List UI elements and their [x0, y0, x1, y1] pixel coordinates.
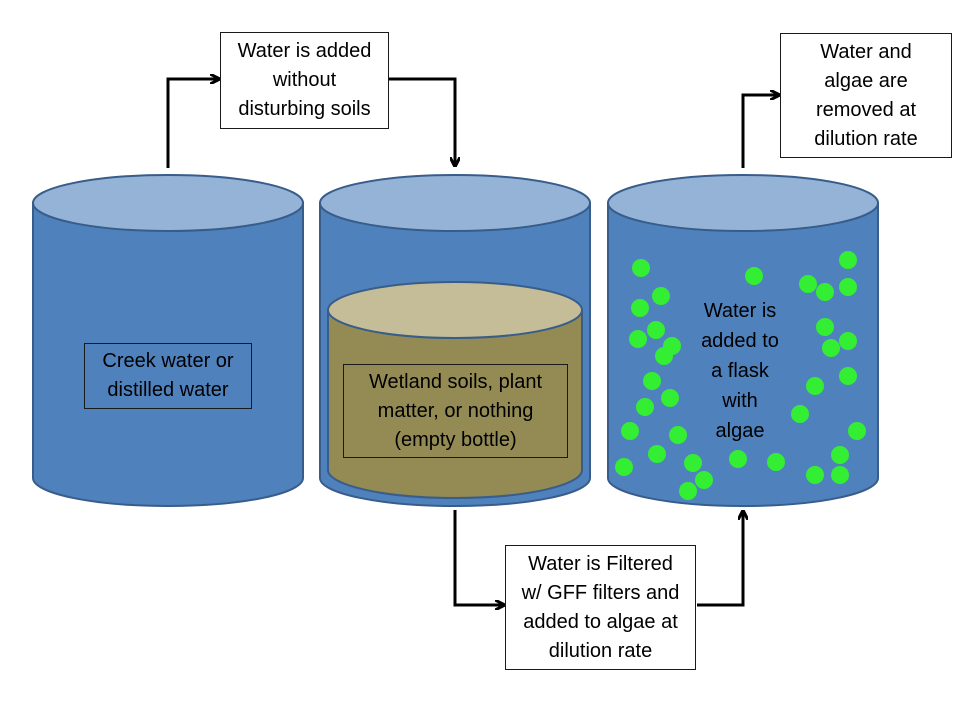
algae-dot — [839, 251, 857, 269]
algae-dot — [729, 450, 747, 468]
arrow-flask-to-removal — [741, 95, 778, 168]
algae-dot — [806, 466, 824, 484]
algae-dot — [767, 453, 785, 471]
algae-dot — [816, 283, 834, 301]
algae-dot — [647, 321, 665, 339]
arrow-bottle-to-filter — [453, 510, 503, 605]
algae-dot — [629, 330, 647, 348]
algae-dot — [679, 482, 697, 500]
removal-line-4: dilution rate — [814, 127, 918, 150]
algae-dot — [631, 299, 649, 317]
algae-dot — [621, 422, 639, 440]
algae-dot — [839, 332, 857, 350]
creek-water-cylinder — [32, 174, 304, 507]
arrow-add-water-to-bottle — [388, 77, 455, 165]
arrow-filter-to-flask — [697, 512, 743, 607]
algae-dot — [816, 318, 834, 336]
source-water-line-2: distilled water — [107, 379, 229, 401]
add-water-line-2: without — [272, 69, 337, 91]
removal-line-3: removed at — [815, 98, 917, 121]
algae-dot — [636, 398, 654, 416]
add-water-box: Water is added without disturbing soils — [220, 32, 389, 129]
soil-layer — [327, 281, 583, 499]
algae-dot — [648, 445, 666, 463]
algae-dot — [839, 367, 857, 385]
algae-flask-line-5: algae — [715, 420, 765, 442]
algae-flask-line-2: added to — [701, 330, 779, 352]
filter-line-2: w/ GFF filters and — [521, 581, 680, 604]
filter-box: Water is Filtered w/ GFF filters and add… — [505, 545, 696, 670]
filter-line-4: dilution rate — [548, 639, 653, 662]
algae-dot — [652, 287, 670, 305]
algae-dot — [661, 389, 679, 407]
algae-dot — [799, 275, 817, 293]
removal-box: Water and algae are removed at dilution … — [780, 33, 952, 158]
filter-line-1: Water is Filtered — [528, 552, 673, 575]
algae-dot — [745, 267, 763, 285]
removal-line-1: Water and — [820, 40, 912, 63]
add-water-line-3: disturbing soils — [238, 98, 371, 120]
algae-dot — [822, 339, 840, 357]
filter-line-3: added to algae at — [523, 610, 678, 633]
algae-dot — [831, 446, 849, 464]
algae-dot — [655, 347, 673, 365]
algae-dot — [848, 422, 866, 440]
algae-dot — [615, 458, 633, 476]
soil-contents-line-2: matter, or nothing — [377, 399, 534, 422]
soil-contents-line-3: (empty bottle) — [394, 428, 517, 451]
arrow-to-add-water — [166, 79, 218, 168]
removal-line-2: algae are — [824, 69, 908, 92]
algae-flask-line-3: a flask — [711, 360, 769, 382]
algae-flask-line-4: with — [722, 390, 758, 412]
add-water-line-1: Water is added — [237, 40, 372, 62]
algae-dot — [669, 426, 687, 444]
algae-flask-label: Water is added to a flask with algae — [680, 296, 800, 446]
algae-dot — [684, 454, 702, 472]
algae-dot — [643, 372, 661, 390]
algae-dot — [791, 405, 809, 423]
soil-contents-line-1: Wetland soils, plant — [368, 370, 543, 393]
algae-dot — [839, 278, 857, 296]
algae-dot — [806, 377, 824, 395]
source-water-line-1: Creek water or — [102, 350, 234, 372]
algae-particles — [615, 251, 866, 500]
algae-dot — [695, 471, 713, 489]
algae-dot — [632, 259, 650, 277]
algae-flask-line-1: Water is — [703, 300, 777, 322]
algae-dot — [831, 466, 849, 484]
source-water-box: Creek water or distilled water — [84, 343, 252, 409]
soil-contents-box: Wetland soils, plant matter, or nothing … — [343, 364, 568, 458]
